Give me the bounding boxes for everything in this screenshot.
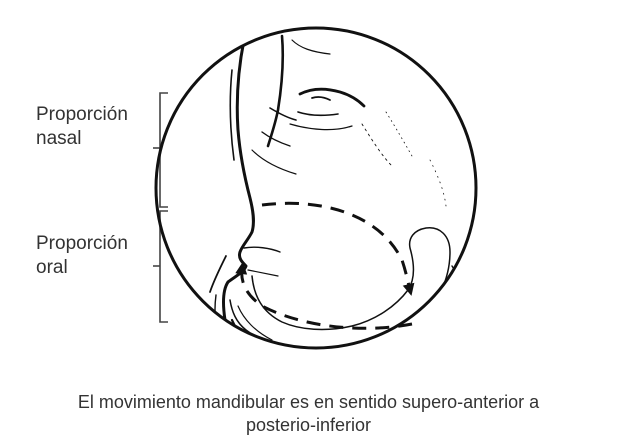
- oral-proportion-label: Proporción oral: [36, 232, 128, 280]
- lower-arc-arrow: [242, 268, 412, 328]
- face-profile: [224, 40, 254, 352]
- circle-frame: [156, 28, 476, 348]
- eye-lid: [300, 89, 364, 106]
- caption-line2: posterio-inferior: [0, 414, 617, 437]
- nasal-proportion-label: Proporción nasal: [36, 103, 128, 151]
- brow-line: [268, 36, 283, 146]
- eye-lower: [298, 112, 338, 115]
- ear: [476, 226, 506, 260]
- upper-arc-arrow: [262, 203, 410, 290]
- oral-label-line2: oral: [36, 256, 128, 280]
- face-sketch: [210, 36, 506, 358]
- caption-line1: El movimiento mandibular es en sentido s…: [0, 391, 617, 414]
- nasal-label-line2: nasal: [36, 127, 128, 151]
- nasal-label-line1: Proporción: [36, 103, 128, 127]
- oral-label-line1: Proporción: [36, 232, 128, 256]
- figure-caption: El movimiento mandibular es en sentido s…: [0, 391, 617, 437]
- mandible-outline: [230, 228, 450, 352]
